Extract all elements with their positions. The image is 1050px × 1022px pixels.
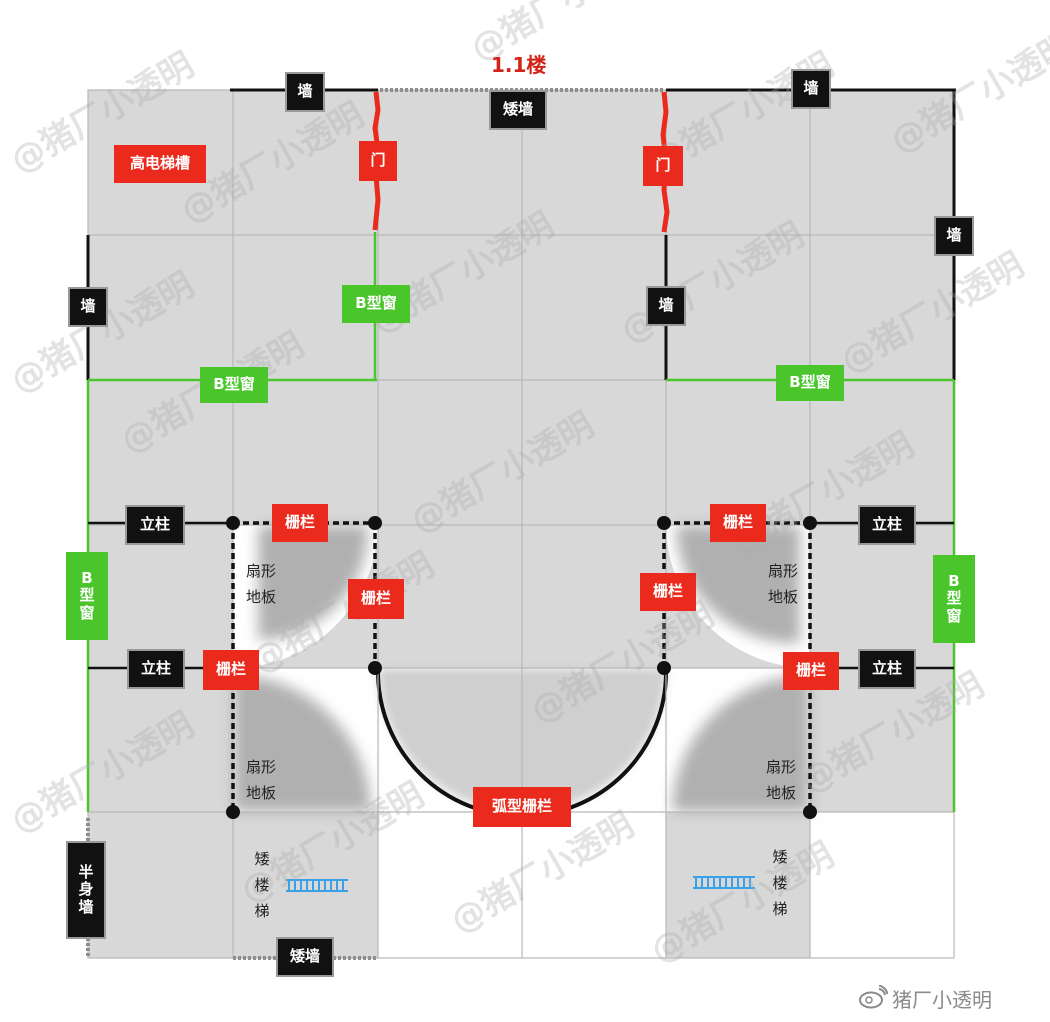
- door-label: 门: [643, 146, 683, 186]
- low-wall-label: 矮墙: [489, 90, 547, 130]
- fan-floor-upper-right-shape: [675, 525, 800, 644]
- credit-text: 猪厂小透明: [892, 988, 992, 1012]
- fan-floor-lower-right: [672, 675, 810, 812]
- b-window-label: B型窗: [776, 365, 844, 401]
- fence-label: 栅栏: [203, 650, 259, 690]
- b-window-label: B 型 窗: [66, 552, 108, 640]
- stairs-icon: [286, 879, 348, 892]
- pillar-label: 立柱: [858, 649, 916, 689]
- fan-floor-note: 扇形 地板: [245, 758, 276, 802]
- wall-label: 墙: [791, 69, 831, 109]
- low-wall-label: 矮墙: [276, 937, 334, 977]
- arc-fence-label: 弧型栅栏: [473, 787, 571, 827]
- stairs-icon: [693, 876, 755, 889]
- elevator-slot-label: 高电梯槽: [114, 145, 206, 183]
- fence-posts: [226, 516, 817, 819]
- fence-label: 栅栏: [710, 504, 766, 542]
- fence-label: 栅栏: [640, 573, 696, 611]
- low-stairs-note: 矮 楼 梯: [772, 848, 788, 918]
- low-stairs-note: 矮 楼 梯: [254, 850, 270, 920]
- fence-label: 栅栏: [783, 652, 839, 690]
- fan-floor-note: 扇形 地板: [245, 562, 276, 606]
- wall-label: 墙: [934, 216, 974, 256]
- half-wall-label: 半 身 墙: [66, 841, 106, 939]
- floor-title: 1.1楼: [491, 53, 547, 77]
- pillar-label: 立柱: [858, 505, 916, 545]
- pillar-label: 立柱: [127, 649, 185, 689]
- fan-floors: [233, 525, 810, 812]
- weibo-logo-icon: [858, 984, 889, 1009]
- fence-label: 栅栏: [272, 504, 328, 542]
- door-label: 门: [359, 141, 397, 181]
- wall-label: 墙: [646, 286, 686, 326]
- b-window-label: B型窗: [342, 285, 410, 323]
- fan-floor-lower-left: [233, 675, 371, 812]
- b-window-label: B型窗: [200, 367, 268, 403]
- wall-label: 墙: [68, 287, 108, 327]
- pillar-label: 立柱: [125, 505, 185, 545]
- fan-floor-upper-left-shape: [258, 525, 369, 640]
- fan-floor-note: 扇形 地板: [767, 562, 798, 606]
- wall-label: 墙: [285, 72, 325, 112]
- fan-floor-note: 扇形 地板: [765, 758, 796, 802]
- b-window-label: B 型 窗: [933, 555, 975, 643]
- fence-label: 栅栏: [348, 579, 404, 619]
